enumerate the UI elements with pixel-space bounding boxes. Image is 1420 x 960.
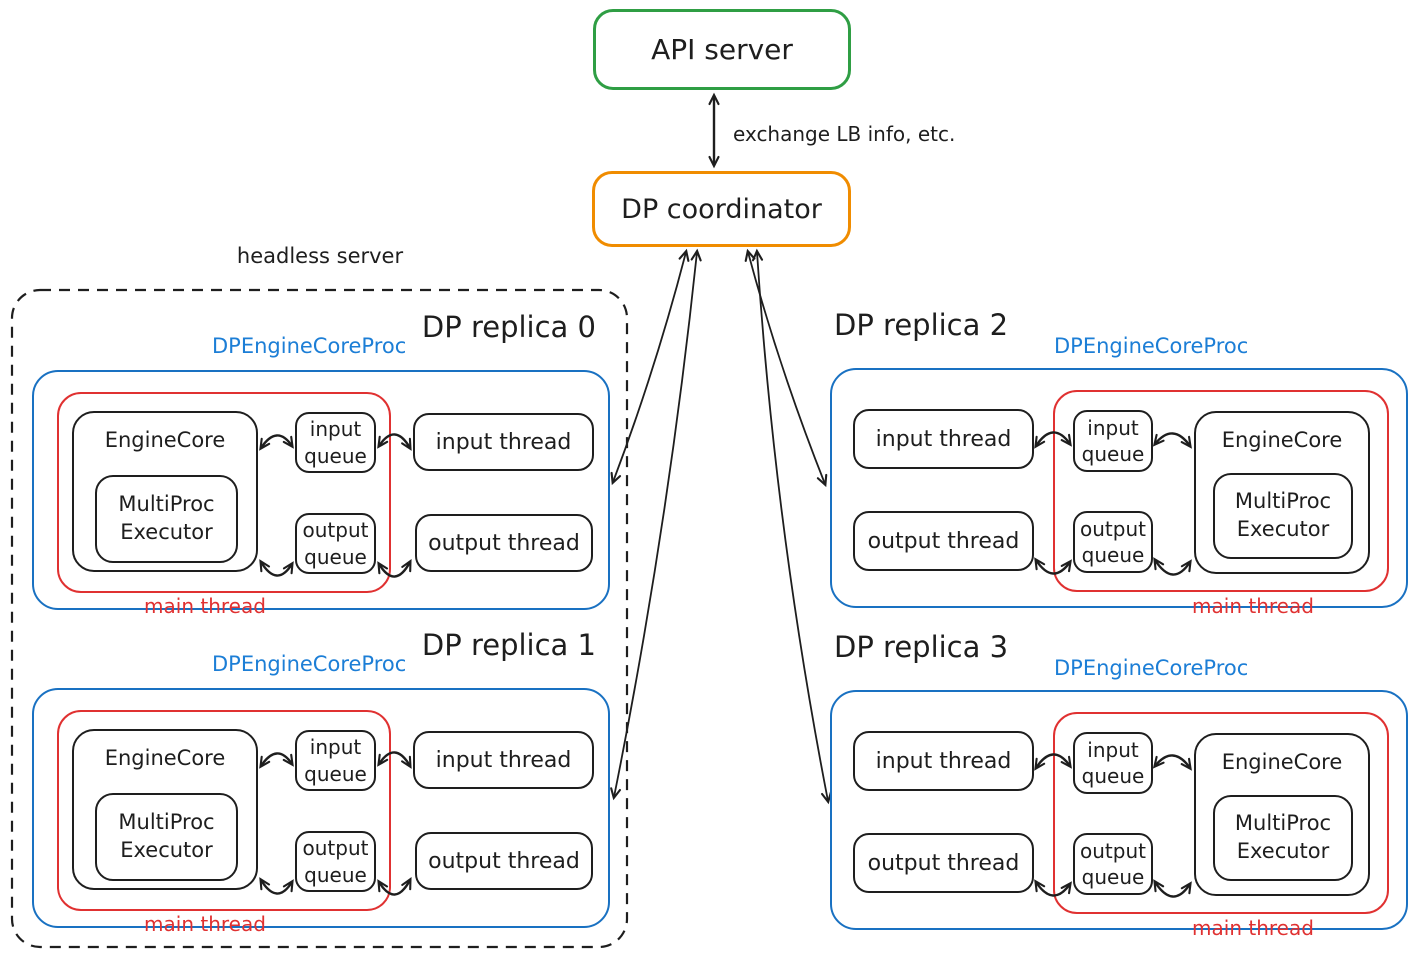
output-thread-label: output thread xyxy=(428,848,580,874)
replica-title: DP replica 0 xyxy=(421,310,596,344)
input-thread-label: input thread xyxy=(875,748,1012,774)
input-queue-box: input queue xyxy=(1073,410,1153,472)
input-thread-label: input thread xyxy=(435,747,572,773)
multiproc-executor-label: MultiProc Executor xyxy=(1234,489,1332,541)
input-queue-label: input queue xyxy=(304,735,367,786)
main-thread-label: main thread xyxy=(1192,916,1314,940)
dp-engine-core-proc-label: DPEngineCoreProc xyxy=(1054,656,1249,680)
main-thread-box xyxy=(1053,712,1389,914)
multiproc-executor-box: MultiProc Executor xyxy=(95,793,238,881)
engine-core-label: EngineCore xyxy=(104,746,226,770)
main-thread-box xyxy=(57,392,391,593)
replica-title: DP replica 3 xyxy=(834,630,1009,664)
output-queue-label: output queue xyxy=(1080,838,1146,889)
input-queue-label: input queue xyxy=(1081,415,1145,466)
coordinator-replica-1-arrow xyxy=(610,248,702,801)
replica-card: DP replica 1 DPEngineCoreProc main threa… xyxy=(32,628,610,936)
input-thread-label: input thread xyxy=(435,429,572,455)
output-queue-box: output queue xyxy=(1073,833,1153,895)
multiproc-executor-label: MultiProc Executor xyxy=(1234,811,1332,863)
dp-engine-core-proc-label: DPEngineCoreProc xyxy=(212,334,407,358)
output-thread-box: output thread xyxy=(853,833,1034,893)
multiproc-executor-label: MultiProc Executor xyxy=(118,810,215,862)
dp-engine-core-proc-label: DPEngineCoreProc xyxy=(1054,334,1249,358)
main-thread-label: main thread xyxy=(144,594,266,618)
replica-slot-1: DP replica 1 DPEngineCoreProc main threa… xyxy=(32,628,610,936)
input-queue-box: input queue xyxy=(295,730,376,791)
multiproc-executor-box: MultiProc Executor xyxy=(1213,795,1353,881)
multiproc-executor-box: MultiProc Executor xyxy=(1213,473,1353,559)
api-server-label: API server xyxy=(651,33,793,66)
engine-core-box: EngineCore MultiProc Executor xyxy=(72,729,258,890)
output-thread-box: output thread xyxy=(415,514,593,572)
input-thread-box: input thread xyxy=(413,413,594,471)
engine-core-label: EngineCore xyxy=(1221,428,1343,452)
output-thread-box: output thread xyxy=(415,832,593,890)
input-queue-label: input queue xyxy=(1081,737,1145,788)
dp-engine-core-proc-label: DPEngineCoreProc xyxy=(212,652,407,676)
coordinator-replica-0-arrow xyxy=(610,248,690,486)
output-thread-label: output thread xyxy=(428,530,580,556)
output-queue-box: output queue xyxy=(295,831,376,892)
replica-slot-0: DP replica 0 DPEngineCoreProc main threa… xyxy=(32,310,610,618)
coordinator-replica-2-arrow xyxy=(744,248,828,488)
input-thread-box: input thread xyxy=(413,731,594,789)
main-thread-label: main thread xyxy=(1192,594,1314,618)
input-thread-label: input thread xyxy=(875,426,1012,452)
replica-title: DP replica 1 xyxy=(421,628,596,662)
output-thread-label: output thread xyxy=(867,850,1020,876)
replica-slot-2: DP replica 2 DPEngineCoreProc main threa… xyxy=(830,308,1408,618)
main-thread-label: main thread xyxy=(144,912,266,936)
replica-card: DP replica 0 DPEngineCoreProc main threa… xyxy=(32,310,610,618)
output-queue-label: output queue xyxy=(302,836,369,887)
input-queue-label: input queue xyxy=(304,417,367,468)
replica-card: DP replica 3 DPEngineCoreProc main threa… xyxy=(830,630,1408,940)
multiproc-executor-box: MultiProc Executor xyxy=(95,475,238,563)
output-thread-box: output thread xyxy=(853,511,1034,571)
replica-card: DP replica 2 DPEngineCoreProc main threa… xyxy=(830,308,1408,618)
output-thread-label: output thread xyxy=(867,528,1020,554)
engine-core-label: EngineCore xyxy=(104,428,226,452)
input-queue-box: input queue xyxy=(295,412,376,473)
replica-title: DP replica 2 xyxy=(834,308,1009,342)
main-thread-box xyxy=(1053,390,1389,592)
engine-core-label: EngineCore xyxy=(1221,750,1343,774)
headless-server-label: headless server xyxy=(236,244,404,268)
output-queue-label: output queue xyxy=(1080,516,1146,567)
engine-core-box: EngineCore MultiProc Executor xyxy=(1194,411,1370,574)
multiproc-executor-label: MultiProc Executor xyxy=(118,492,215,544)
exchange-lb-info-label: exchange LB info, etc. xyxy=(733,122,956,146)
api-server-node: API server xyxy=(593,9,851,90)
output-queue-box: output queue xyxy=(295,513,376,574)
engine-core-box: EngineCore MultiProc Executor xyxy=(1194,733,1370,896)
dp-coordinator-node: DP coordinator xyxy=(592,171,851,247)
replica-slot-3: DP replica 3 DPEngineCoreProc main threa… xyxy=(830,630,1408,940)
input-queue-box: input queue xyxy=(1073,732,1153,794)
coordinator-replica-3-arrow xyxy=(751,248,832,805)
output-queue-box: output queue xyxy=(1073,511,1153,573)
input-thread-box: input thread xyxy=(853,731,1034,791)
main-thread-box xyxy=(57,710,391,911)
dp-coordinator-label: DP coordinator xyxy=(621,193,822,225)
engine-core-box: EngineCore MultiProc Executor xyxy=(72,411,258,572)
output-queue-label: output queue xyxy=(302,518,369,569)
input-thread-box: input thread xyxy=(853,409,1034,469)
